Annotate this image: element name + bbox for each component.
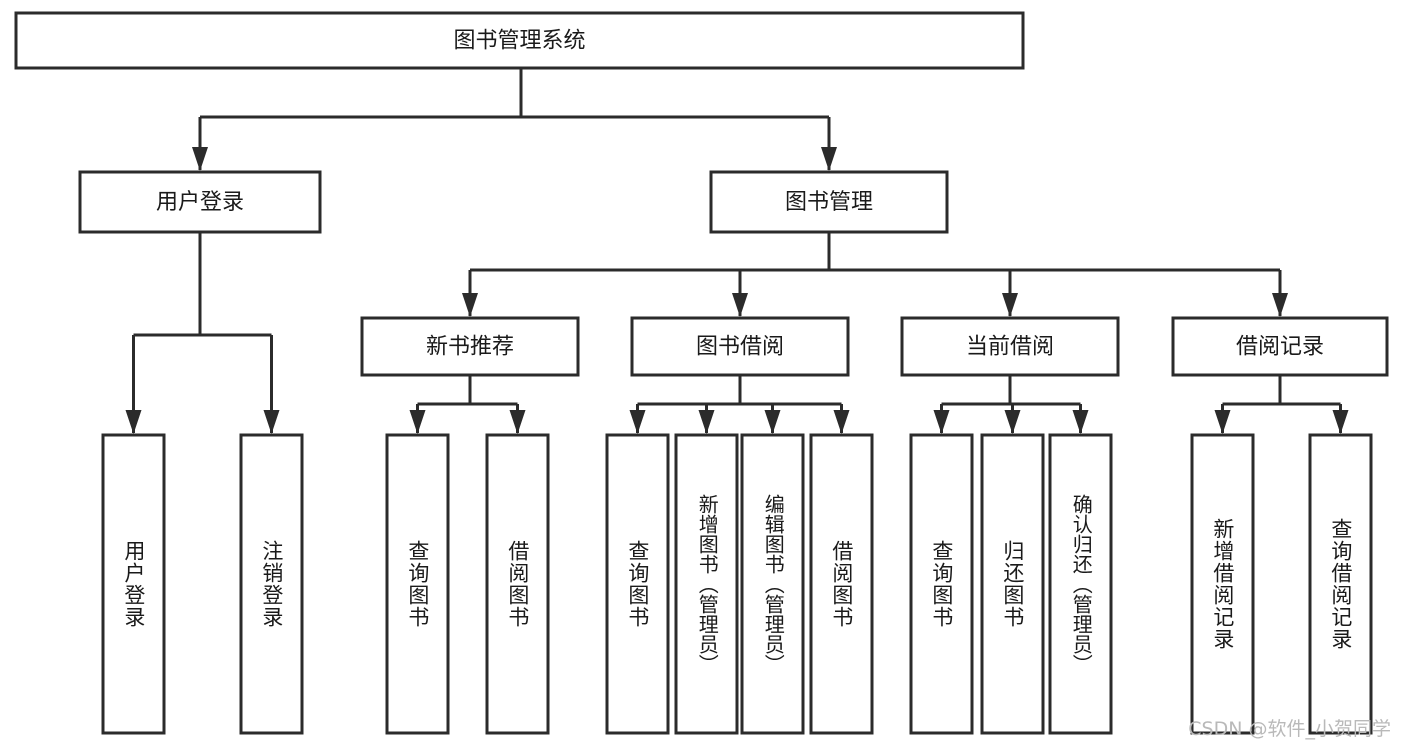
arrow-level3-0 xyxy=(462,293,478,317)
arrow-leaf-3 xyxy=(509,410,526,434)
leaf-box-2[interactable] xyxy=(385,433,450,735)
arrow-leaf-11 xyxy=(1214,410,1231,434)
arrow-leaf-10 xyxy=(1072,410,1089,434)
node-box-level2-0[interactable] xyxy=(78,170,322,234)
node-box-root[interactable] xyxy=(14,11,1025,70)
arrow-leaf-9 xyxy=(1004,410,1021,434)
arrow-level2-1 xyxy=(821,147,837,171)
leaf-box-4[interactable] xyxy=(605,433,670,735)
leaf-box-9[interactable] xyxy=(980,433,1045,735)
arrow-level3-1 xyxy=(732,293,748,317)
node-label-level3-2: 当前借阅 xyxy=(966,335,1054,360)
node-box-level3-2[interactable] xyxy=(900,316,1120,377)
node-label-level3-3: 借阅记录 xyxy=(1236,335,1324,360)
node-label-root: 图书管理系统 xyxy=(453,29,585,54)
node-boxes xyxy=(14,11,1389,735)
leaf-box-5[interactable] xyxy=(674,433,739,735)
node-label-level2-1: 图书管理 xyxy=(785,190,873,215)
arrow-leaf-6 xyxy=(764,410,781,434)
leaf-box-0[interactable] xyxy=(101,433,166,735)
leaf-box-6[interactable] xyxy=(740,433,805,735)
arrow-leaf-7 xyxy=(833,410,850,434)
leaf-box-8[interactable] xyxy=(909,433,974,735)
node-box-level2-1[interactable] xyxy=(709,170,949,234)
leaf-box-11[interactable] xyxy=(1190,433,1255,735)
leaf-box-10[interactable] xyxy=(1048,433,1113,735)
arrow-leaf-1 xyxy=(263,410,280,434)
arrow-leaf-5 xyxy=(698,410,715,434)
arrow-leaf-12 xyxy=(1332,410,1349,434)
node-label-level2-0: 用户登录 xyxy=(156,190,244,215)
arrow-level2-0 xyxy=(192,147,208,171)
arrow-level3-3 xyxy=(1272,293,1288,317)
node-box-level3-0[interactable] xyxy=(360,316,580,377)
arrow-leaf-8 xyxy=(933,410,950,434)
leaf-box-3[interactable] xyxy=(485,433,550,735)
leaf-box-12[interactable] xyxy=(1308,433,1373,735)
arrow-level3-2 xyxy=(1002,293,1018,317)
arrow-leaf-0 xyxy=(125,410,142,434)
node-label-level3-0: 新书推荐 xyxy=(426,335,514,360)
arrow-leaf-4 xyxy=(629,410,646,434)
leaf-box-1[interactable] xyxy=(239,433,304,735)
connector-lines xyxy=(125,68,1349,434)
node-label-level3-1: 图书借阅 xyxy=(696,335,784,360)
leaf-box-7[interactable] xyxy=(809,433,874,735)
arrow-leaf-2 xyxy=(409,410,426,434)
node-box-level3-3[interactable] xyxy=(1171,316,1389,377)
node-box-level3-1[interactable] xyxy=(630,316,850,377)
